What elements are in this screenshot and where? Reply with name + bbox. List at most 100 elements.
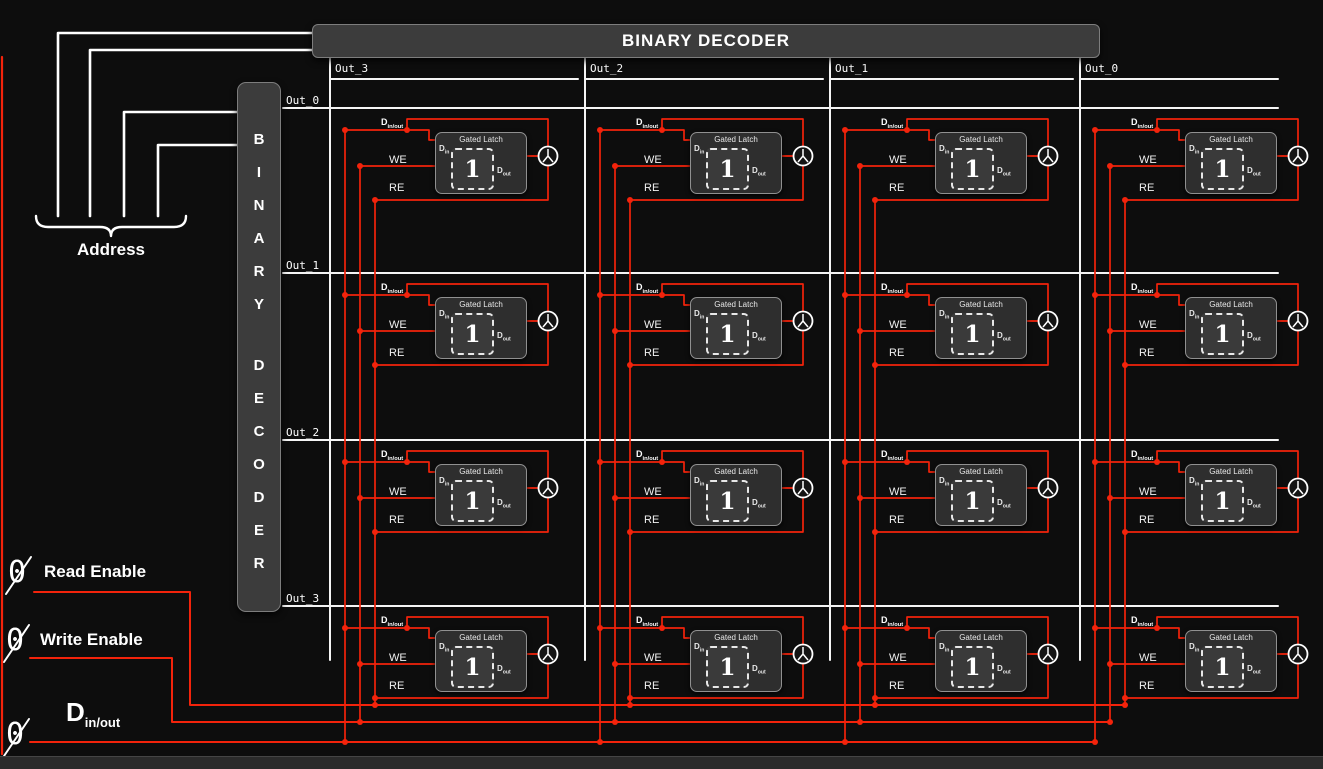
- din-out-label: Din/out: [636, 615, 659, 628]
- re-wire: [874, 165, 1049, 201]
- junction-dot: [357, 163, 363, 169]
- zero-slash: [5, 556, 32, 595]
- junction-dot: [1122, 702, 1128, 708]
- we-label: WE: [644, 486, 662, 498]
- junction-dot: [842, 127, 848, 133]
- output-buffer-icon: [1287, 643, 1309, 665]
- address-wire: [122, 110, 239, 218]
- junction-dot: [1107, 719, 1113, 725]
- din-out-label: Din/out: [881, 117, 904, 130]
- din-wire: [1094, 627, 1186, 639]
- top-binary-decoder: BINARY DECODER: [312, 24, 1100, 58]
- re-label: RE: [644, 680, 660, 692]
- junction-dot: [857, 495, 863, 501]
- top-binary-decoder-label: BINARY DECODER: [622, 31, 790, 50]
- we-label: WE: [889, 154, 907, 166]
- re-wire: [874, 497, 1049, 533]
- din-wire: [344, 129, 436, 141]
- output-buffer-icon: [1037, 145, 1059, 167]
- re-wire: [1124, 165, 1299, 201]
- junction-dot: [627, 702, 633, 708]
- din-wire: [844, 627, 936, 639]
- gated-latch-title: Gated Latch: [459, 633, 503, 642]
- footer-strip: [0, 756, 1323, 769]
- re-wire: [1124, 497, 1299, 533]
- junction-dot: [1092, 625, 1098, 631]
- re-wire: [374, 663, 549, 699]
- junction-dot: [842, 459, 848, 465]
- read-enable-line: [33, 591, 1126, 706]
- we-label: WE: [644, 154, 662, 166]
- gated-latch-title: Gated Latch: [459, 135, 503, 144]
- din-pin-label: Din: [439, 144, 450, 156]
- dout-pin-label: Dout: [997, 498, 1011, 510]
- dout-pin-label: Dout: [497, 664, 511, 676]
- output-buffer-icon: [792, 477, 814, 499]
- junction-dot: [404, 127, 410, 133]
- junction-dot: [597, 127, 603, 133]
- re-wire: [874, 663, 1049, 699]
- din-pin-label: Din: [439, 642, 450, 654]
- dout-pin-label: Dout: [1247, 664, 1261, 676]
- re-label: RE: [889, 182, 905, 194]
- output-buffer-icon: [1037, 310, 1059, 332]
- gated-latch-title: Gated Latch: [459, 300, 503, 309]
- output-buffer-icon: [1287, 310, 1309, 332]
- dout-pin-label: Dout: [752, 498, 766, 510]
- junction-dot: [842, 625, 848, 631]
- din-pin-label: Din: [694, 476, 705, 488]
- gated-latch-title: Gated Latch: [959, 135, 1003, 144]
- din-pin-label: Din: [694, 642, 705, 654]
- junction-dot: [404, 459, 410, 465]
- junction-dot: [872, 702, 878, 708]
- junction-dot: [1122, 695, 1128, 701]
- din-wire: [1094, 461, 1186, 473]
- re-label: RE: [1139, 182, 1155, 194]
- din-pin-label: Din: [694, 309, 705, 321]
- junction-dot: [357, 661, 363, 667]
- gated-latch-title: Gated Latch: [714, 467, 758, 476]
- latch-value: 1: [706, 148, 749, 190]
- din-wire: [344, 294, 436, 306]
- latch-value: 1: [451, 646, 494, 688]
- din-pin-label: Din: [1189, 309, 1200, 321]
- re-label: RE: [644, 182, 660, 194]
- din-pin-label: Din: [939, 309, 950, 321]
- dout-pin-label: Dout: [497, 331, 511, 343]
- dout-feedback-wire: [906, 283, 1049, 312]
- latch-value: 1: [1201, 480, 1244, 522]
- junction-dot: [872, 197, 878, 203]
- din-out-label: Din/out: [1131, 615, 1154, 628]
- gated-latch-title: Gated Latch: [459, 467, 503, 476]
- dout-pin-label: Dout: [752, 664, 766, 676]
- dout-feedback-wire: [1156, 616, 1299, 645]
- din-pin-label: Din: [1189, 476, 1200, 488]
- junction-dot: [872, 529, 878, 535]
- row-select-label: Out_0: [286, 94, 320, 107]
- din-pin-label: Din: [1189, 642, 1200, 654]
- junction-dot: [612, 163, 618, 169]
- dout-pin-label: Dout: [497, 166, 511, 178]
- we-label: WE: [1139, 652, 1157, 664]
- read-enable-label: Read Enable: [44, 562, 147, 581]
- junction-dot: [342, 292, 348, 298]
- din-pin-label: Din: [439, 309, 450, 321]
- dout-feedback-wire: [406, 283, 549, 312]
- we-label: WE: [1139, 154, 1157, 166]
- latch-value: 1: [951, 480, 994, 522]
- junction-dot: [1154, 292, 1160, 298]
- dout-feedback-wire: [906, 118, 1049, 147]
- latch-value: 1: [706, 313, 749, 355]
- din-wire: [844, 129, 936, 141]
